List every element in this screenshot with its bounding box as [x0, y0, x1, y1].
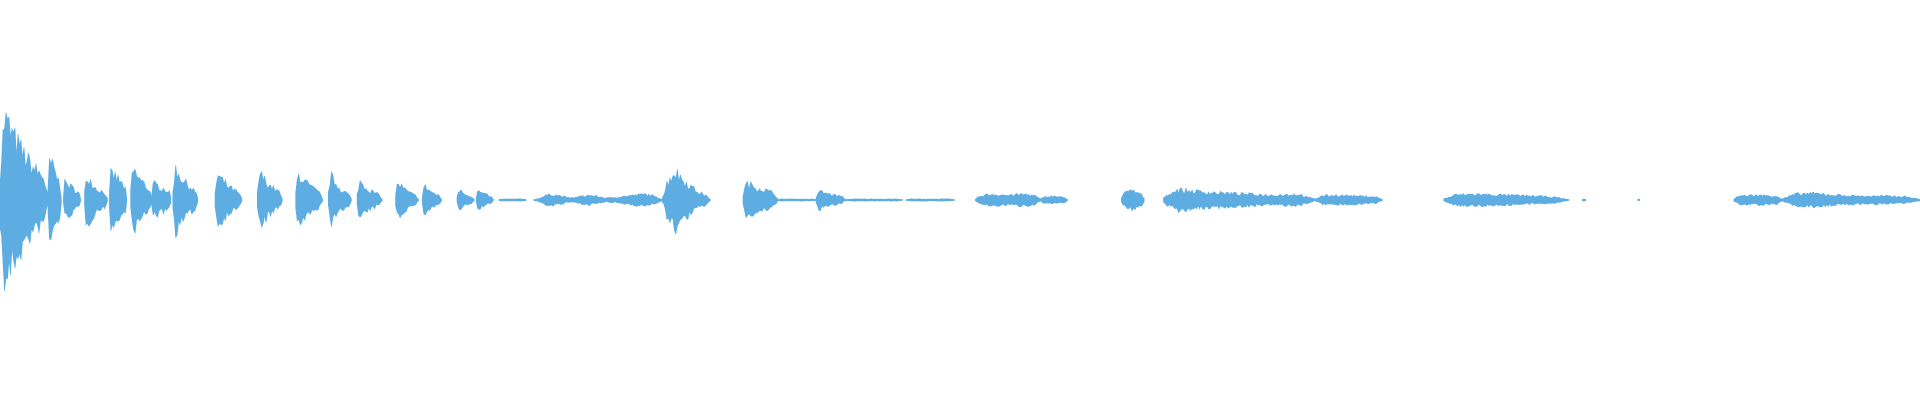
waveform-segment-31 — [1581, 198, 1587, 202]
waveform-segment-13 — [395, 183, 419, 219]
waveform-segment-33 — [1733, 194, 1783, 207]
waveform-segment-29 — [1314, 194, 1383, 206]
waveform-segment-34 — [1781, 191, 1920, 209]
waveform-segment-1 — [47, 158, 62, 240]
waveform-segment-3 — [84, 179, 108, 227]
waveform-segment-7 — [172, 165, 199, 238]
waveform-segment-5 — [130, 168, 152, 234]
waveform-segment-11 — [328, 171, 352, 227]
waveform-segment-2 — [63, 178, 81, 219]
waveform-segment-30 — [1443, 193, 1569, 208]
waveform-segment-8 — [214, 175, 243, 227]
waveform-segment-21 — [777, 198, 817, 202]
waveform-segment-17 — [498, 198, 527, 202]
waveform-segment-20 — [742, 180, 778, 219]
waveform-segment-23 — [844, 198, 903, 202]
waveform-segment-26 — [1040, 195, 1068, 205]
waveform-segment-24 — [905, 198, 955, 202]
waveform-segment-12 — [356, 179, 383, 218]
waveform-segment-14 — [422, 183, 442, 216]
waveform-segment-22 — [815, 190, 846, 212]
waveform-segment-18 — [533, 193, 663, 207]
waveform-segment-28 — [1163, 187, 1316, 214]
waveform-segment-32 — [1637, 198, 1640, 202]
waveform-segment-6 — [151, 180, 172, 218]
waveform-segment-10 — [295, 173, 323, 226]
waveform-segment-9 — [257, 170, 283, 229]
waveform-segment-15 — [456, 189, 475, 211]
waveform-segment-25 — [975, 193, 1041, 208]
waveform-segment-0 — [0, 112, 49, 291]
waveform-segment-4 — [109, 167, 127, 231]
waveform-segment-19 — [662, 169, 711, 235]
waveform-segment-16 — [475, 190, 494, 210]
waveform-segment-27 — [1121, 189, 1145, 212]
